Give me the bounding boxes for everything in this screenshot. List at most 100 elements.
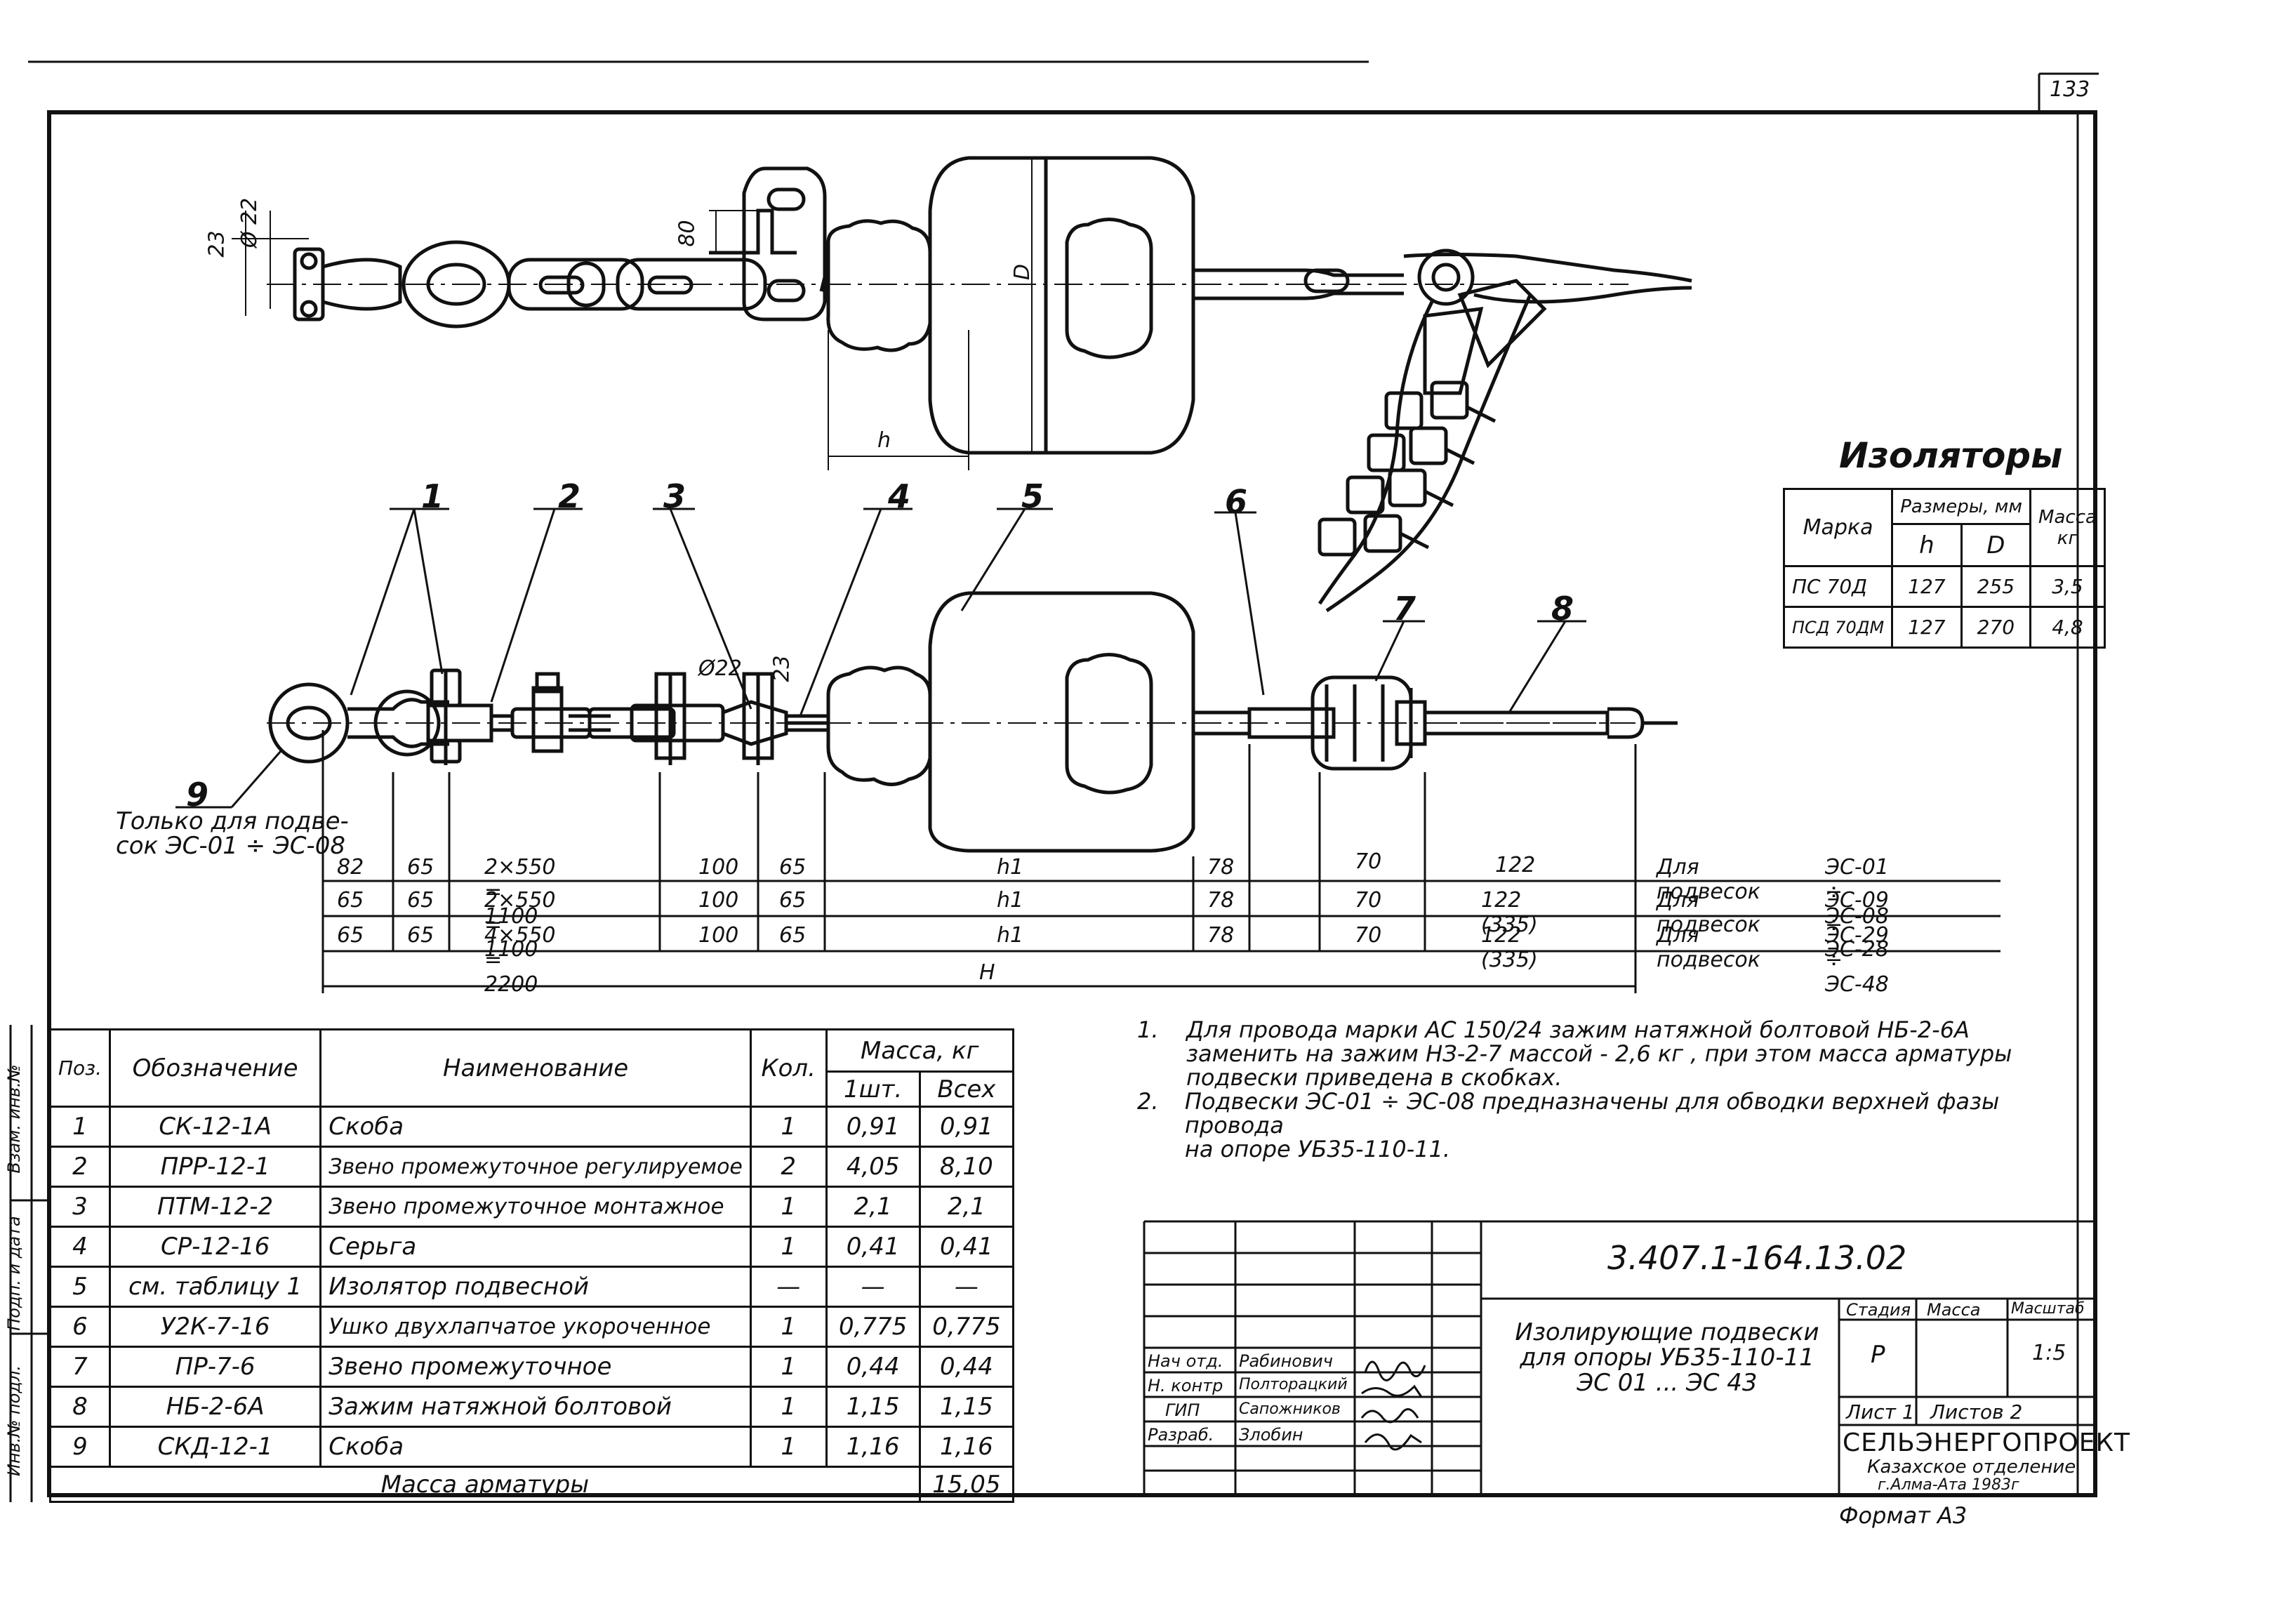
note-1-l2: заменить на зажим НЗ-2-7 массой - 2,6 кг… [1186, 1040, 2012, 1067]
spec-r2-code: ПРР-12-1 [108, 1146, 322, 1188]
dim-r3-g: 78 [1207, 923, 1235, 948]
ins-r2-mark: ПСД 70ДМ [1782, 606, 1894, 649]
specification-table: Поз. Обозначение Наименование Кол. Масса… [49, 1028, 1015, 1503]
ins-r2-mass: 4,8 [2029, 606, 2106, 649]
spec-r1-code: СК-12-1А [108, 1106, 322, 1148]
sig-name-1: Рабинович [1239, 1351, 1333, 1371]
page-number: 133 [2050, 77, 2090, 102]
spec-total-value: 15,05 [918, 1466, 1015, 1503]
side-stamp-strip [9, 1025, 49, 1502]
dim-r2-e: 65 [779, 888, 807, 913]
spec-r2-name: Звено промежуточное регулируемое [319, 1146, 752, 1188]
note-9-line2: сок ЭС-01 ÷ ЭС-08 [116, 832, 345, 860]
spec-r7-all: 0,44 [918, 1346, 1015, 1388]
notes: 1. Для провода марки АС 150/24 зажим нат… [1137, 1018, 2078, 1161]
dim-r1-a: 82 [337, 855, 364, 880]
signature-4 [1364, 1433, 1422, 1451]
dim-r2-d: 100 [698, 888, 739, 913]
spec-r7-pos: 7 [49, 1346, 111, 1388]
note-2-l1: Подвески ЭС-01 ÷ ЭС-08 предназначены для… [1184, 1088, 2000, 1139]
format-label: Формат А3 [1839, 1502, 1967, 1529]
mass-header: Масса [1927, 1300, 1981, 1320]
dim-r3-h: 70 [1355, 923, 1382, 948]
ins-r1-mass: 3,5 [2029, 565, 2106, 608]
dimension-grid [321, 730, 2000, 993]
dim-r3-d: 100 [698, 923, 739, 948]
sig-role-3: ГИП [1165, 1400, 1200, 1420]
callout-4: 4 [888, 477, 911, 515]
signature-1 [1364, 1360, 1426, 1381]
spec-r5-all: — [918, 1266, 1015, 1308]
spec-r4-qty: 1 [749, 1226, 828, 1268]
spec-r5-pos: 5 [49, 1266, 111, 1308]
spec-h-name: Наименование [319, 1028, 752, 1108]
spec-r9-name: Скоба [319, 1426, 752, 1468]
note-1-num: 1. [1137, 1016, 1159, 1043]
spec-r9-qty: 1 [749, 1426, 828, 1468]
spec-r9-all: 1,16 [918, 1426, 1015, 1468]
callout-6: 6 [1225, 483, 1248, 521]
spec-r6-pos: 6 [49, 1306, 111, 1348]
dim-22-mid: Ø22 [698, 656, 742, 681]
spec-r1-name: Скоба [319, 1106, 752, 1148]
top-assembly-drawing [232, 156, 1692, 613]
spec-r4-name: Серьга [319, 1226, 752, 1268]
spec-r3-code: ПТМ-12-2 [108, 1186, 322, 1228]
spec-r1-one: 0,91 [825, 1106, 921, 1148]
callout-2: 2 [558, 477, 581, 515]
dim-r1-b: 65 [407, 855, 434, 880]
ins-h-d: D [1960, 523, 2032, 567]
spec-r2-one: 4,05 [825, 1146, 921, 1188]
spec-r3-all: 2,1 [918, 1186, 1015, 1228]
dim-r1-h: 70 [1355, 849, 1382, 874]
dim-r1-for: Для подвесок [1657, 855, 1760, 904]
ins-r1-h: 127 [1891, 565, 1963, 608]
spec-r3-name: Звено промежуточное монтажное [319, 1186, 752, 1228]
spec-r2-all: 8,10 [918, 1146, 1015, 1188]
sig-role-1: Нач отд. [1148, 1351, 1223, 1371]
spec-r4-one: 0,41 [825, 1226, 921, 1268]
dim-r3-a: 65 [337, 923, 364, 948]
spec-r1-pos: 1 [49, 1106, 111, 1148]
spec-r7-one: 0,44 [825, 1346, 921, 1388]
spec-r4-all: 0,41 [918, 1226, 1015, 1268]
spec-total-label: Масса арматуры [49, 1466, 921, 1503]
callout-8: 8 [1551, 590, 1574, 628]
dim-r3-f: h1 [997, 923, 1024, 948]
spec-r6-qty: 1 [749, 1306, 828, 1348]
spec-r5-name: Изолятор подвесной [319, 1266, 752, 1308]
spec-r5-code: см. таблицу 1 [108, 1266, 322, 1308]
spec-r1-all: 0,91 [918, 1106, 1015, 1148]
spec-r4-pos: 4 [49, 1226, 111, 1268]
spec-h-qty: Кол. [749, 1028, 828, 1108]
spec-r7-qty: 1 [749, 1346, 828, 1388]
insulators-title: Изоляторы [1839, 435, 2063, 476]
sig-name-3: Сапожников [1239, 1400, 1341, 1418]
spec-r1-qty: 1 [749, 1106, 828, 1148]
sheet-total: Листов 2 [1930, 1400, 2023, 1424]
ins-h-mark: Марка [1782, 488, 1894, 567]
spec-r3-qty: 1 [749, 1186, 828, 1228]
title-line1: Изолирующие подвески [1515, 1318, 1819, 1346]
stage-header: Стадия [1846, 1300, 1911, 1320]
spec-r8-name: Зажим натяжной болтовой [319, 1386, 752, 1428]
callout-3: 3 [663, 477, 686, 515]
spec-r6-code: У2К-7-16 [108, 1306, 322, 1348]
spec-r2-pos: 2 [49, 1146, 111, 1188]
note-1-l1: Для провода марки АС 150/24 зажим натяжн… [1186, 1016, 1970, 1043]
title-block-grid [1143, 1220, 2095, 1495]
spec-r9-pos: 9 [49, 1426, 111, 1468]
dim-r2-g: 78 [1207, 888, 1235, 913]
title-line3: ЭС 01 ... ЭС 43 [1577, 1369, 1758, 1397]
spec-h-one: 1шт. [825, 1070, 921, 1108]
spec-r6-all: 0,775 [918, 1306, 1015, 1348]
scale-header: Масштаб [2011, 1300, 2085, 1318]
dim-r3-i: 122 (335) [1481, 923, 1538, 972]
spec-r9-code: СКД-12-1 [108, 1426, 322, 1468]
note-2-l2: на опоре УБ35-110-11. [1184, 1136, 1451, 1162]
signature-2 [1361, 1384, 1423, 1398]
